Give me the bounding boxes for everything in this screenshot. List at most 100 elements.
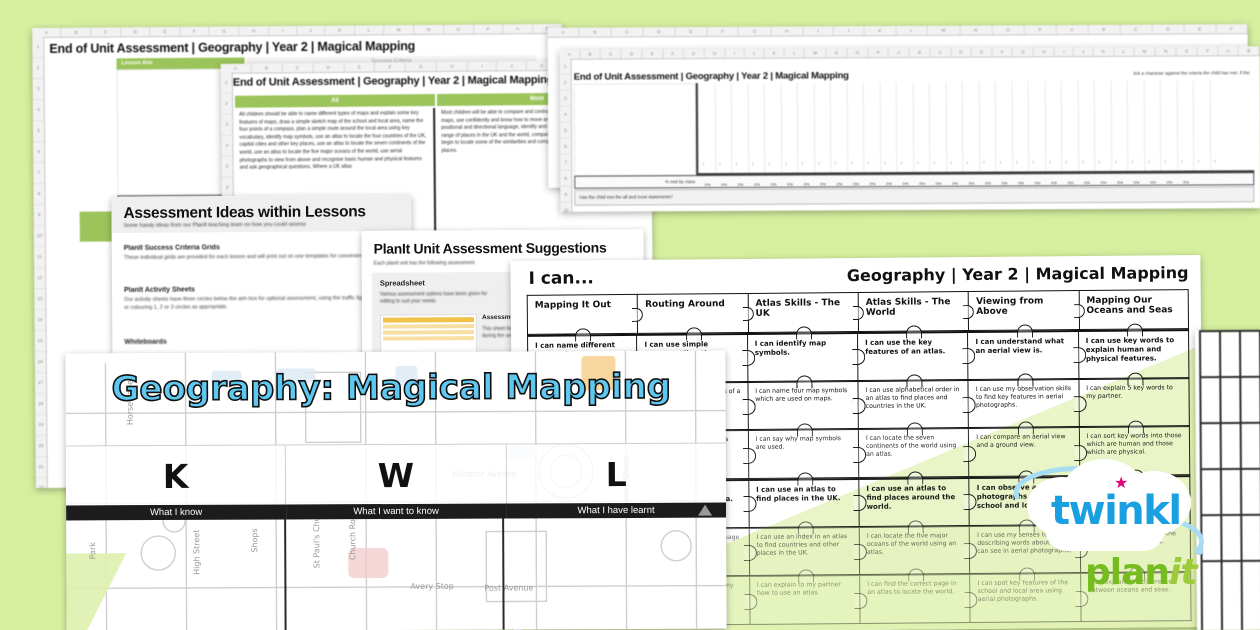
column-header-cell[interactable]: A <box>503 24 533 34</box>
column-header-cell[interactable]: H <box>1034 47 1055 57</box>
column-header-cell[interactable]: M <box>804 48 827 58</box>
column-header-cell[interactable]: F <box>1216 24 1248 34</box>
column-header-cell[interactable]: N <box>414 24 444 35</box>
column-header-cell[interactable]: I <box>1054 47 1074 57</box>
row-header-cell[interactable]: 2 <box>32 58 44 80</box>
row-header-cell[interactable]: 7 <box>560 154 572 171</box>
row-header-cell[interactable]: 5 <box>221 156 233 178</box>
column-header-cell[interactable]: N <box>960 25 993 35</box>
row-header-cell[interactable]: 6 <box>33 141 45 164</box>
pupil-column[interactable] <box>1027 81 1030 172</box>
column-header-cell[interactable]: H <box>436 61 469 71</box>
column-header-cell[interactable]: D <box>951 47 972 57</box>
pupil-column[interactable] <box>697 83 700 174</box>
column-header-cell[interactable]: M <box>927 25 961 35</box>
pupil-column[interactable] <box>978 81 980 172</box>
row-header-cell[interactable]: 19 <box>35 414 47 437</box>
pupil-column[interactable] <box>1192 80 1195 171</box>
row-header-cell[interactable]: 10 <box>33 225 45 248</box>
row-header-cell[interactable]: 18 <box>35 393 47 416</box>
column-header-cell[interactable]: J <box>1073 47 1094 57</box>
row-header-cell[interactable]: 4 <box>32 99 44 122</box>
column-header-cell[interactable]: D <box>643 27 676 37</box>
row-header-cell[interactable]: 14 <box>34 309 46 332</box>
column-header-cell[interactable]: K <box>1093 46 1115 57</box>
column-header-cell[interactable]: G <box>209 26 240 36</box>
column-header-cell[interactable]: F <box>992 47 1013 57</box>
column-header-cell[interactable]: O <box>443 24 474 34</box>
puzzle-cell[interactable]: I can find the correct page in an atlas … <box>860 574 971 624</box>
row-header-cell[interactable]: 22 <box>35 477 47 489</box>
column-header-cell[interactable]: A <box>559 49 581 59</box>
column-header-cell[interactable]: I <box>725 48 745 58</box>
pupil-column[interactable] <box>862 82 865 173</box>
document-kwl-chart[interactable]: Park High Street Shops St Paul's Church … <box>65 350 727 630</box>
column-header-cell[interactable]: L <box>1114 46 1135 56</box>
row-header-cell[interactable]: 3 <box>559 90 571 107</box>
row-header-cell[interactable]: 8 <box>33 183 45 206</box>
pupil-column[interactable] <box>895 82 898 173</box>
column-header-cell[interactable]: B <box>251 63 283 73</box>
pupil-column[interactable] <box>829 82 832 173</box>
pupil-column[interactable] <box>747 82 749 173</box>
row-header-cell[interactable]: 2 <box>220 93 233 115</box>
pupil-column[interactable] <box>1209 80 1211 171</box>
column-header-cell[interactable]: A <box>888 48 910 58</box>
pupil-column[interactable] <box>928 81 931 172</box>
pupil-column[interactable] <box>1126 80 1129 171</box>
column-header-cell[interactable]: H <box>704 48 726 59</box>
column-header-cell[interactable]: P <box>473 24 504 34</box>
row-header-cell[interactable]: 1 <box>220 72 232 94</box>
column-header-cell[interactable]: E <box>675 26 708 37</box>
column-header-cell[interactable]: D <box>621 49 643 59</box>
column-header-cell[interactable]: I <box>468 61 498 71</box>
column-header-cell[interactable]: L <box>784 48 806 58</box>
column-header-cell[interactable]: C <box>930 47 952 57</box>
pupil-column[interactable] <box>945 81 947 172</box>
row-header-cell[interactable]: 9 <box>560 186 572 203</box>
column-header-cell[interactable]: P <box>1197 46 1219 56</box>
row-header-cell[interactable]: 21 <box>35 456 47 479</box>
row-header-cell[interactable]: 3 <box>32 79 44 101</box>
column-header-cell[interactable]: E <box>150 26 181 37</box>
column-header-cell[interactable]: J <box>497 61 528 71</box>
column-header-cell[interactable]: I <box>269 26 297 36</box>
pupil-column[interactable] <box>714 83 716 174</box>
column-header-cell[interactable]: E <box>642 49 664 59</box>
column-header-cell[interactable]: P <box>868 48 890 58</box>
column-header-cell[interactable]: C <box>91 27 121 37</box>
pupil-column[interactable] <box>1176 80 1178 171</box>
row-header-cell[interactable]: 5 <box>32 120 45 143</box>
kwl-column-w[interactable]: W <box>286 444 507 506</box>
column-header-cell[interactable]: G <box>683 49 705 59</box>
pupil-column[interactable] <box>730 82 733 173</box>
column-header-cell[interactable]: B <box>580 49 601 59</box>
column-header-cell[interactable]: B <box>909 47 931 58</box>
row-header-cell[interactable]: 9 <box>33 204 45 227</box>
column-header-cell[interactable]: A <box>32 27 62 38</box>
row-header-cell[interactable]: 12 <box>34 267 46 290</box>
kwl-column-k[interactable]: K <box>65 445 287 507</box>
row-header-cell[interactable]: 1 <box>32 37 44 59</box>
column-header-cell[interactable]: P <box>1024 25 1057 35</box>
kwl-column-l[interactable]: L <box>506 444 726 505</box>
column-header-cell[interactable]: J <box>833 26 865 36</box>
column-header-cell[interactable]: F <box>663 49 684 59</box>
column-header-cell[interactable]: B <box>1238 46 1260 56</box>
column-header-cell[interactable]: G <box>738 26 772 36</box>
column-header-cell[interactable]: K <box>764 48 785 58</box>
row-header-cell[interactable]: 4 <box>221 135 233 157</box>
column-header-cell[interactable]: F <box>180 26 210 36</box>
column-header-cell[interactable]: C <box>611 27 644 37</box>
column-header-cell[interactable]: A <box>547 27 580 37</box>
column-header-cell[interactable]: A <box>1218 46 1240 56</box>
pupil-column[interactable] <box>1060 81 1063 172</box>
row-header-cell[interactable]: 17 <box>34 372 47 395</box>
row-header-cell[interactable]: 7 <box>33 162 45 185</box>
row-header-cell[interactable]: 3 <box>221 114 233 136</box>
row-header-cell[interactable]: 13 <box>34 288 46 311</box>
column-header-cell[interactable]: L <box>354 25 384 35</box>
row-header-cell[interactable]: 11 <box>33 246 46 269</box>
column-header-cell[interactable]: O <box>847 48 869 58</box>
pupil-column[interactable] <box>813 82 815 173</box>
